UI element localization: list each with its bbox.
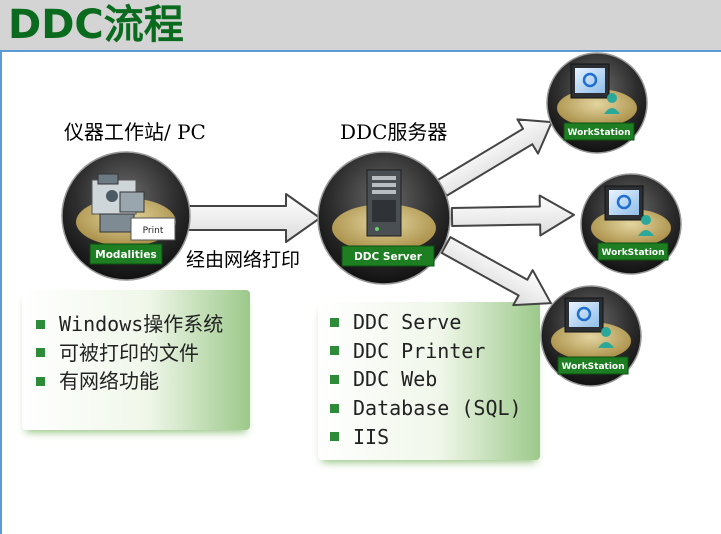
bullet-square-icon [330, 432, 339, 442]
list-item: Windows操作系统 [36, 310, 223, 339]
list-item-text: Windows操作系统 [59, 312, 224, 337]
list-item-text: DDC Serve [353, 310, 462, 335]
modalities-label-box [89, 243, 163, 265]
list-item-text: 可被打印的文件 [59, 340, 199, 365]
via-network-print-label: 经由网络打印 [186, 249, 301, 271]
bullet-square-icon [330, 317, 339, 327]
monitor-user-icon [604, 185, 654, 236]
workstation-node-2: WorkStation [580, 173, 682, 275]
list-item: 可被打印的文件 [36, 339, 223, 368]
bullet-square-icon [330, 374, 339, 384]
modality-heading: 仪器工作站/ PC [64, 120, 206, 144]
list-item: IIS [330, 422, 522, 451]
server-heading: DDC服务器 [340, 120, 448, 144]
print-document-icon [130, 217, 176, 241]
page-title: DDC流程 [8, 2, 184, 48]
list-item: DDC Serve [330, 308, 522, 337]
list-item-text: 有网络功能 [59, 369, 159, 394]
list-item-text: Database (SQL) [353, 396, 522, 421]
list-item-text: IIS [353, 424, 390, 449]
monitor-user-icon [570, 63, 620, 114]
server-components-list: DDC Serve DDC Printer DDC Web Database (… [330, 308, 522, 451]
workstation-label: WorkStation [601, 248, 664, 258]
bullet-square-icon [36, 348, 45, 358]
bullet-square-icon [36, 376, 45, 386]
bullet-square-icon [330, 346, 339, 356]
workstation-node-3: WorkStation [540, 285, 642, 387]
list-item-text: DDC Web [353, 367, 438, 392]
modality-requirements-panel: Windows操作系统 可被打印的文件 有网络功能 [22, 290, 250, 430]
workstation-label: WorkStation [567, 128, 630, 138]
workstation-label-box [597, 242, 669, 261]
server-components-panel: DDC Serve DDC Printer DDC Web Database (… [318, 302, 540, 460]
arrow-modality-to-server [187, 193, 321, 243]
monitor-user-icon [564, 297, 614, 348]
arrow-server-to-workstation-3 [440, 236, 552, 307]
server-tower-icon [366, 169, 402, 237]
list-item: DDC Printer [330, 337, 522, 366]
ddc-server-label-box [341, 245, 435, 267]
bullet-square-icon [36, 319, 45, 329]
workstation-label-box [557, 356, 629, 375]
print-label: Print [143, 226, 164, 236]
arrow-server-to-workstation-1 [436, 118, 553, 197]
modalities-label: Modalities [95, 249, 156, 261]
list-item: 有网络功能 [36, 367, 223, 396]
workstation-label: WorkStation [561, 362, 624, 372]
arrow-server-to-workstation-2 [450, 194, 575, 237]
slide-edge [0, 52, 2, 534]
workstation-node-1: WorkStation [546, 52, 648, 154]
bullet-square-icon [330, 403, 339, 413]
ddc-server-label: DDC Server [354, 251, 423, 263]
list-item: DDC Web [330, 365, 522, 394]
title-bar: DDC流程 [0, 0, 721, 52]
modalities-node: Print Modalities [61, 151, 191, 281]
list-item-text: DDC Printer [353, 338, 486, 363]
medical-scanner-icon [91, 173, 145, 233]
workstation-label-box [563, 122, 635, 141]
ddc-server-node: DDC Server [317, 151, 451, 285]
list-item: Database (SQL) [330, 394, 522, 423]
modality-requirements-list: Windows操作系统 可被打印的文件 有网络功能 [36, 310, 223, 396]
